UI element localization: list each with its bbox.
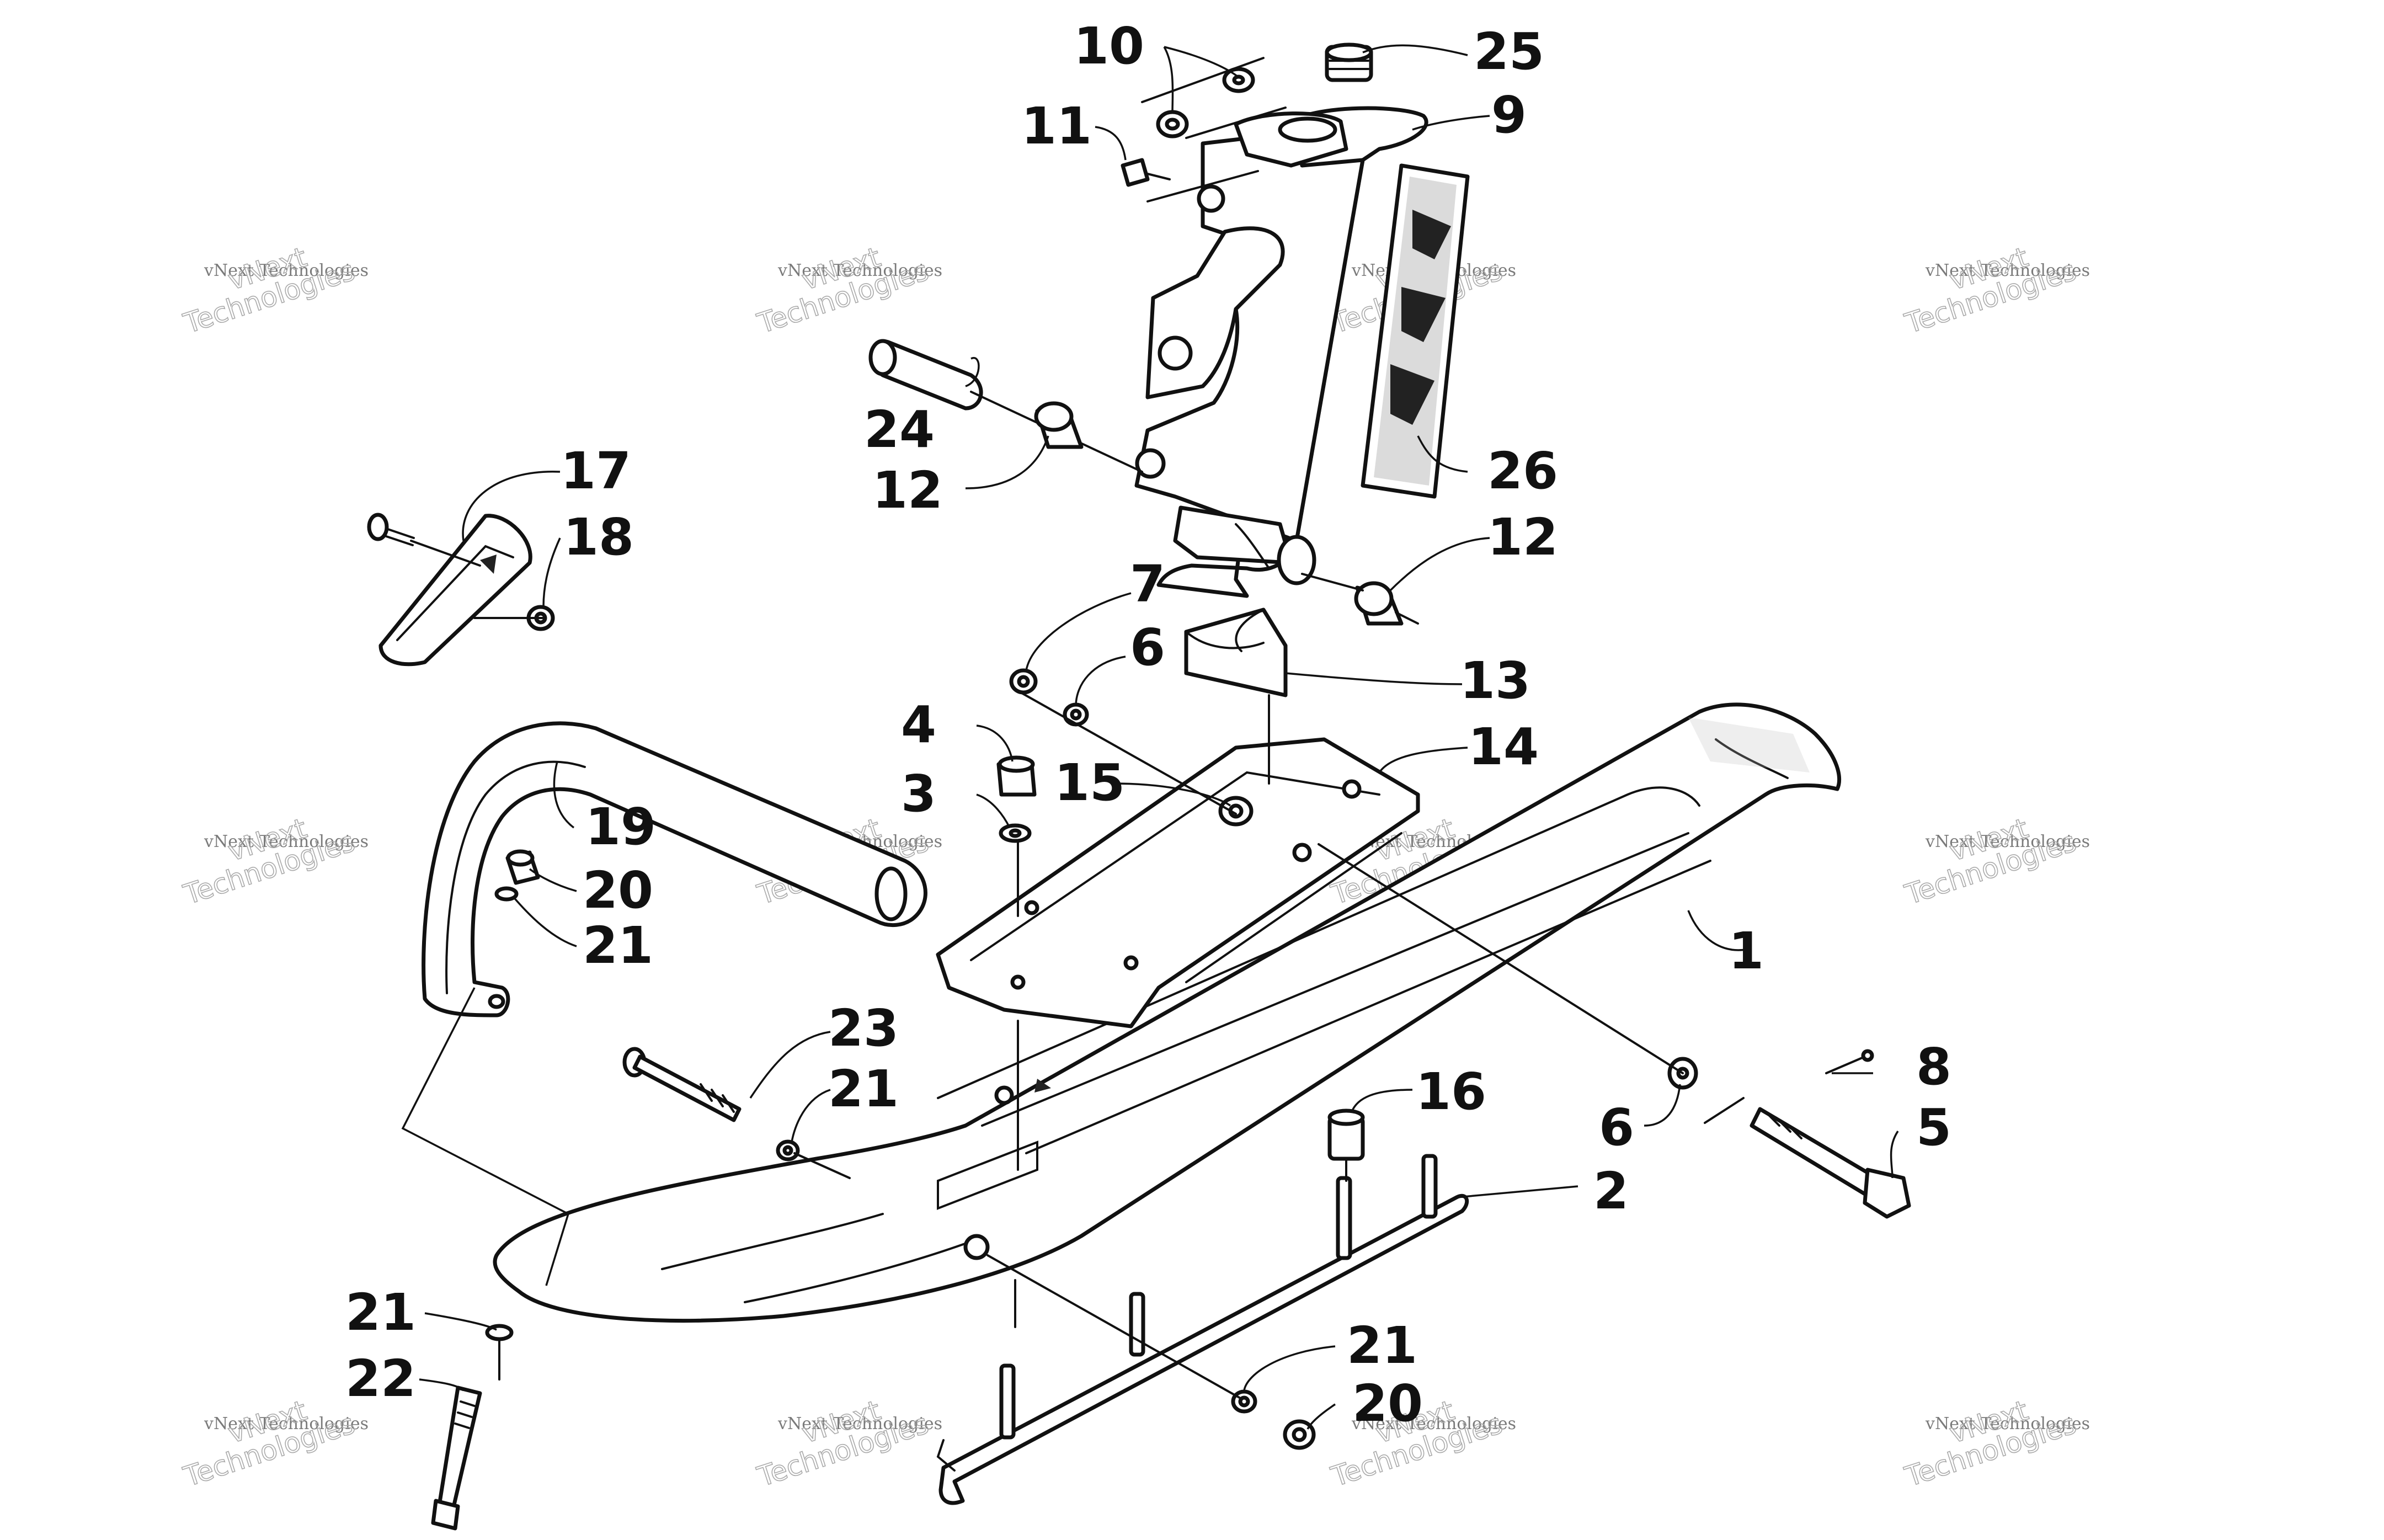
- bumper-part-16: [1327, 1109, 1365, 1161]
- bracket-line: [401, 987, 570, 1286]
- callout-label: 25: [1474, 22, 1544, 81]
- washer-part-6: [1063, 702, 1089, 727]
- assembly-lines: [410, 57, 1745, 1400]
- bushing-part-12: [1301, 573, 1419, 626]
- guard-plate: [378, 514, 532, 667]
- watermark-text: vNext Technologies: [1925, 261, 2090, 280]
- callout-label: 3: [901, 764, 936, 823]
- bumper-part-13: [1184, 608, 1288, 697]
- nut-part-20: [1283, 1419, 1316, 1450]
- callout-label: 6: [1599, 1098, 1634, 1157]
- watermark: vNext Technologies vNext Technologies: [179, 812, 369, 912]
- bolt-part-17: [367, 513, 415, 546]
- callout-label: 12: [1487, 508, 1558, 567]
- callout-labels: 1 2 3 4 5 6 6 7 8 9 10 11 12 12 13 14 15…: [345, 17, 1951, 1433]
- callout-label: 5: [1916, 1098, 1951, 1157]
- callout-label: 2: [1593, 1161, 1629, 1221]
- watermark-text: vNext Technologies: [777, 261, 942, 280]
- fitting-part-11: [1121, 158, 1171, 187]
- callout-label: 17: [561, 441, 631, 500]
- callout-label: 20: [1352, 1374, 1423, 1433]
- callout-label: 21: [345, 1283, 416, 1342]
- nut-part-20: [505, 849, 540, 885]
- callout-label: 7: [1130, 555, 1165, 614]
- watermark: vNext Technologies vNext Technologies: [753, 241, 942, 340]
- loop-handle-part-19: [422, 721, 927, 1017]
- bushing-part-12: [1034, 401, 1084, 449]
- callout-label: 21: [1347, 1316, 1417, 1375]
- callout-label: 6: [1130, 618, 1165, 677]
- cotter-pin-part-8: [1825, 1049, 1874, 1074]
- callout-label: 19: [585, 797, 656, 856]
- spindle-part-9: [1134, 106, 1428, 598]
- callout-label: 8: [1916, 1037, 1951, 1096]
- ski-part-1: [493, 702, 1842, 1323]
- callout-label: 22: [345, 1349, 416, 1408]
- callout-label: 1: [1729, 921, 1764, 981]
- callout-label: 23: [828, 999, 899, 1058]
- watermark: vNext Technologies vNext Technologies: [179, 241, 369, 340]
- watermark: vNext Technologies vNext Technologies: [753, 1394, 942, 1494]
- watermark-text: vNext Technologies: [204, 832, 369, 851]
- callout-label: 21: [828, 1059, 899, 1118]
- callout-label: 24: [864, 400, 935, 459]
- washer-part-21: [776, 1139, 800, 1161]
- saddle-part-14: [936, 737, 1420, 1029]
- callout-label: 16: [1416, 1062, 1486, 1121]
- watermark: vNext Technologies vNext Technologies: [1901, 1394, 2090, 1494]
- callout-label: 9: [1491, 86, 1527, 145]
- watermark-text: vNext Technologies: [1925, 1414, 2090, 1434]
- callout-label: 11: [1021, 97, 1092, 156]
- callout-label: 13: [1460, 651, 1530, 710]
- cap-part-25: [1325, 42, 1373, 82]
- callout-label: 21: [583, 916, 653, 975]
- nut-part-4: [996, 755, 1037, 797]
- callout-label: 14: [1468, 717, 1539, 776]
- callout-label: 10: [1074, 17, 1144, 76]
- callout-leaders: [419, 44, 1899, 1430]
- washer-part-21: [494, 886, 519, 902]
- watermark: vNext Technologies vNext Technologies: [1901, 812, 2090, 912]
- watermark-text: vNext Technologies: [204, 1414, 369, 1434]
- bolt-part-23: [622, 1047, 742, 1122]
- watermark: vNext Technologies vNext Technologies: [179, 1394, 369, 1494]
- decal-part-26: [1361, 163, 1470, 499]
- nut-part-7: [1009, 668, 1038, 695]
- bolt-part-22: [431, 1386, 482, 1531]
- watermark-text: vNext Technologies: [204, 261, 369, 280]
- callout-label: 4: [901, 695, 936, 754]
- watermark-text: vNext Technologies: [777, 1414, 942, 1434]
- parts-layer: [367, 42, 1911, 1531]
- callout-label: 20: [583, 861, 653, 920]
- bolt-part-5: [1750, 1107, 1911, 1219]
- watermark-text: vNext Technologies: [1351, 1414, 1516, 1434]
- washer-part-3: [999, 823, 1032, 843]
- watermark: vNext Technologies vNext Technologies: [1901, 241, 2090, 340]
- callout-label: 12: [872, 461, 943, 520]
- callout-label: 15: [1054, 753, 1125, 812]
- bushing-part-10: [1156, 67, 1255, 138]
- callout-label: 18: [563, 508, 634, 567]
- callout-label: 26: [1487, 441, 1558, 500]
- washer-part-21: [1231, 1389, 1257, 1414]
- watermark-text: vNext Technologies: [1925, 832, 2090, 851]
